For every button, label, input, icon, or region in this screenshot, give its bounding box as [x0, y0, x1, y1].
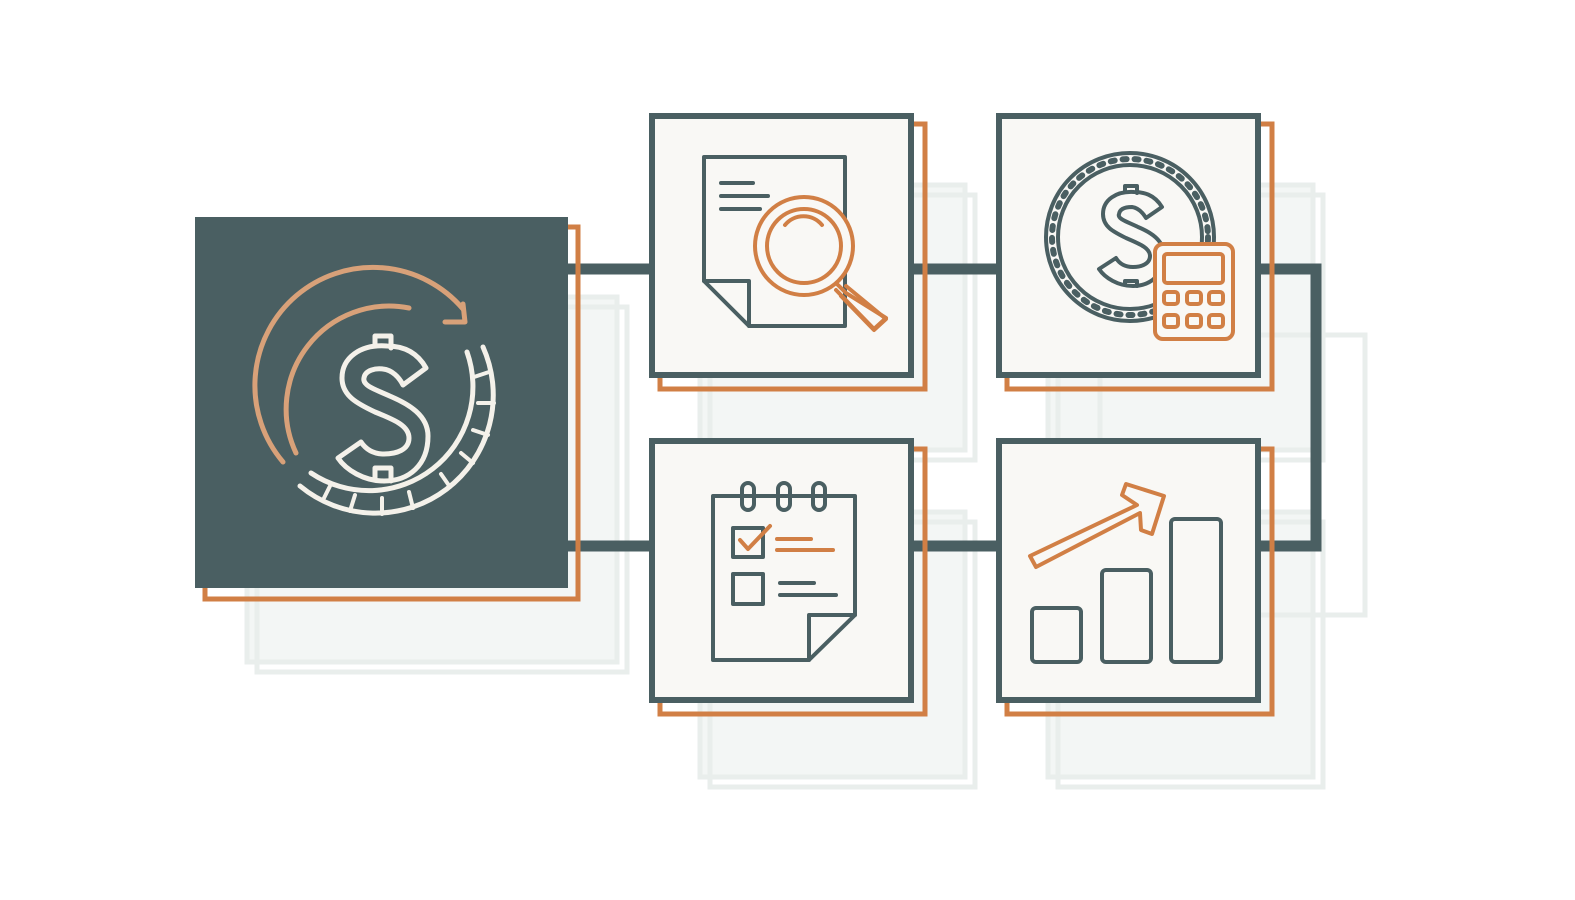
- hub-node: [195, 217, 581, 602]
- tile-review: [649, 113, 928, 392]
- tile-plan: [649, 438, 928, 717]
- hub-box: [195, 217, 568, 588]
- coin-calculator-icon: [1044, 151, 1235, 341]
- growth-chart-icon: [1028, 482, 1223, 664]
- checklist-notepad-icon: [711, 481, 857, 662]
- connector-budget-growth: [1255, 263, 1322, 552]
- dollar-cycle-icon: [252, 264, 496, 516]
- tile-budget: [996, 113, 1275, 392]
- document-search-icon: [702, 155, 888, 332]
- tile-growth: [996, 438, 1275, 717]
